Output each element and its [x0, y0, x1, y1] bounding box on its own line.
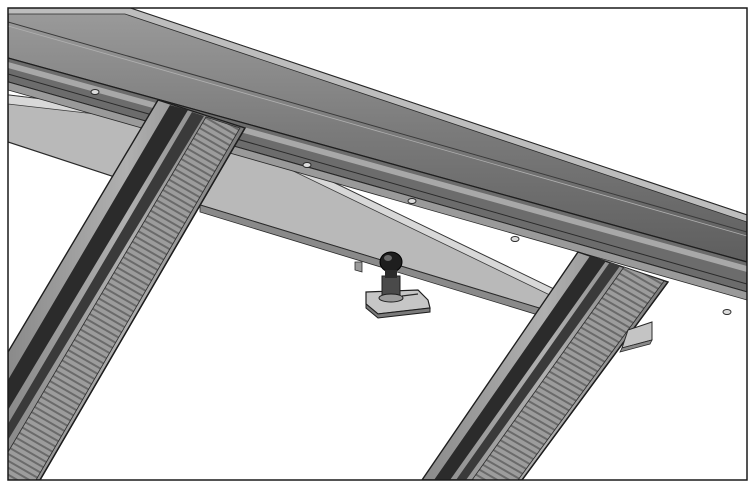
slat-right	[421, 251, 670, 480]
adjustment-knob	[365, 251, 431, 319]
rail-holes	[90, 89, 732, 315]
slat-left	[8, 99, 247, 480]
drawing-content	[8, 8, 747, 480]
frame-border	[7, 7, 748, 481]
bracket-tab	[619, 321, 653, 353]
